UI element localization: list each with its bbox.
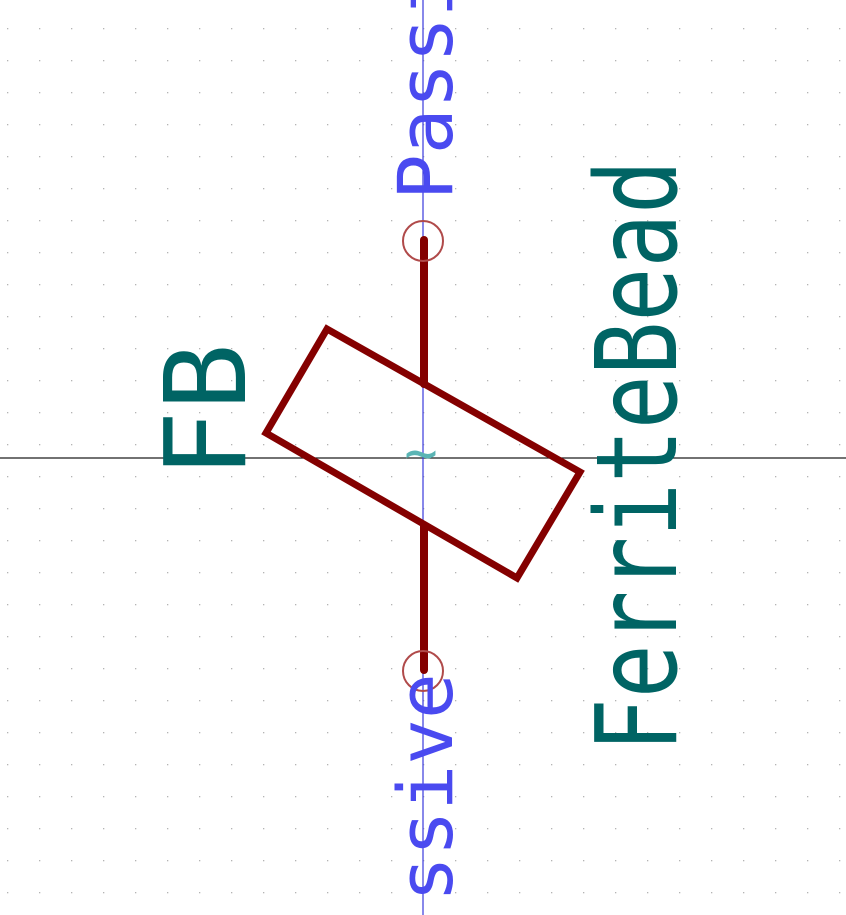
top-pin-type-label: Passi [381,0,470,200]
value-field[interactable]: FerriteBead [573,160,703,752]
bottom-pin-type-label: ssive [381,673,470,902]
reference-designator[interactable]: FB [142,343,272,478]
pin-1-connection-marker[interactable] [402,220,444,262]
ferrite-bead-body[interactable] [261,324,585,583]
pin-2-connection-marker[interactable] [402,650,444,692]
center-tilde-glyph: ~ [404,421,438,486]
